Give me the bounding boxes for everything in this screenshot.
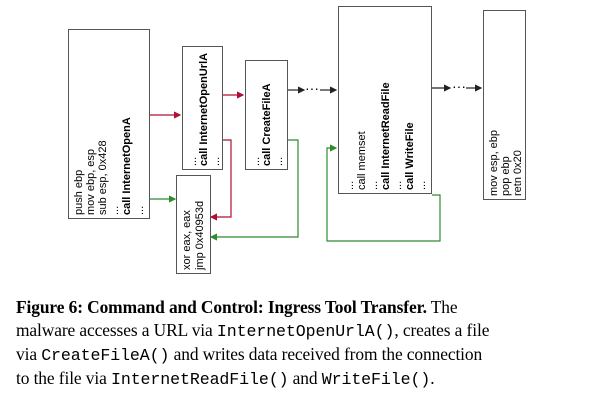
block-4: ... call CreateFileA ... <box>245 60 288 170</box>
caption-code-internetopenurla: InternetOpenUrlA() <box>216 322 395 341</box>
caption-text-5: and writes data received from the connec… <box>169 344 483 364</box>
caption-line-4: to the file via InternetReadFile() and W… <box>16 367 582 391</box>
caption-code-createfilea: CreateFileA() <box>41 346 170 365</box>
block-1-line-2: sub esp, 0x428 <box>97 140 109 215</box>
block-6-line-0: mov esp, ebp <box>488 129 500 196</box>
caption-line-1: Figure 6: Command and Control: Ingress T… <box>16 296 582 319</box>
caption-text-6: to the file via <box>16 368 111 388</box>
edge-block4-to-block2 <box>209 139 299 241</box>
caption-text-2: malware accesses a URL via <box>16 320 217 340</box>
block-5-line-0: ... <box>344 180 356 190</box>
block-4-call-label: call CreateFileA <box>261 83 273 166</box>
caption-line-2: malware accesses a URL via InternetOpenU… <box>16 319 582 343</box>
block-1-line-5: ... <box>134 205 146 215</box>
block-4-line-1: call CreateFileA <box>261 83 273 166</box>
block-3-call-label: call InternetOpenUrlA <box>198 52 210 166</box>
caption-text-4: via <box>16 344 42 364</box>
block-2-line-1: jmp 0x40953d <box>194 200 206 270</box>
edge-block5-loop <box>326 144 441 242</box>
control-flow-diagram: push ebp mov ebp, esp sub esp, 0x428 ...… <box>68 6 526 274</box>
figure-caption: Figure 6: Command and Control: Ingress T… <box>16 296 582 391</box>
block-3-line-1: call InternetOpenUrlA <box>198 52 210 166</box>
block-2-line-0: xor eax, eax <box>181 210 193 270</box>
block-5-line-2: ... <box>368 180 380 190</box>
block-6-line-2: retn 0x20 <box>512 150 524 196</box>
block-1-call-label: call InternetOpenA <box>121 117 133 215</box>
block-3-line-2: ... <box>210 156 222 166</box>
block-5-line-3: call InternetReadFile <box>380 82 392 190</box>
block-5-call-writefile: call WriteFile <box>404 122 416 190</box>
block-6: mov esp, ebp pop ebp retn 0x20 <box>483 10 526 200</box>
caption-line-3: via CreateFileA() and writes data receiv… <box>16 343 582 367</box>
ellipsis-b: ··· <box>452 78 466 94</box>
block-3: ... call InternetOpenUrlA ... <box>182 46 223 170</box>
block-2: xor eax, eax jmp 0x40953d <box>176 175 211 274</box>
block-5: ... call memset ... call InternetReadFil… <box>338 6 432 194</box>
block-1-line-3: ... <box>109 205 121 215</box>
block-5-line-4: ... <box>392 180 404 190</box>
caption-text-3: , creates a file <box>394 320 490 340</box>
caption-figure-label: Figure 6: Command and Control: Ingress T… <box>16 297 427 317</box>
caption-text-1: The <box>426 297 458 317</box>
block-1-line-0: push ebp <box>73 169 85 215</box>
caption-text-8: . <box>430 368 435 388</box>
ellipsis-a: ··· <box>305 80 319 96</box>
block-5-line-5: call WriteFile <box>404 122 416 190</box>
block-6-line-1: pop ebp <box>500 156 512 196</box>
block-5-line-6: ... <box>416 180 428 190</box>
caption-text-7: and <box>288 368 322 388</box>
edge-block3-to-block2 <box>209 139 232 221</box>
block-5-call-readfile: call InternetReadFile <box>380 82 392 190</box>
block-5-line-1: call memset <box>356 131 368 190</box>
block-1-line-1: mov ebp, esp <box>85 148 97 215</box>
caption-code-writefile: WriteFile() <box>321 370 431 389</box>
block-1-line-4: call InternetOpenA <box>121 117 133 215</box>
caption-code-internetreadfile: InternetReadFile() <box>110 370 289 389</box>
edges-layer <box>150 84 483 242</box>
block-1: push ebp mov ebp, esp sub esp, 0x428 ...… <box>68 29 150 219</box>
block-4-line-2: ... <box>273 156 285 166</box>
